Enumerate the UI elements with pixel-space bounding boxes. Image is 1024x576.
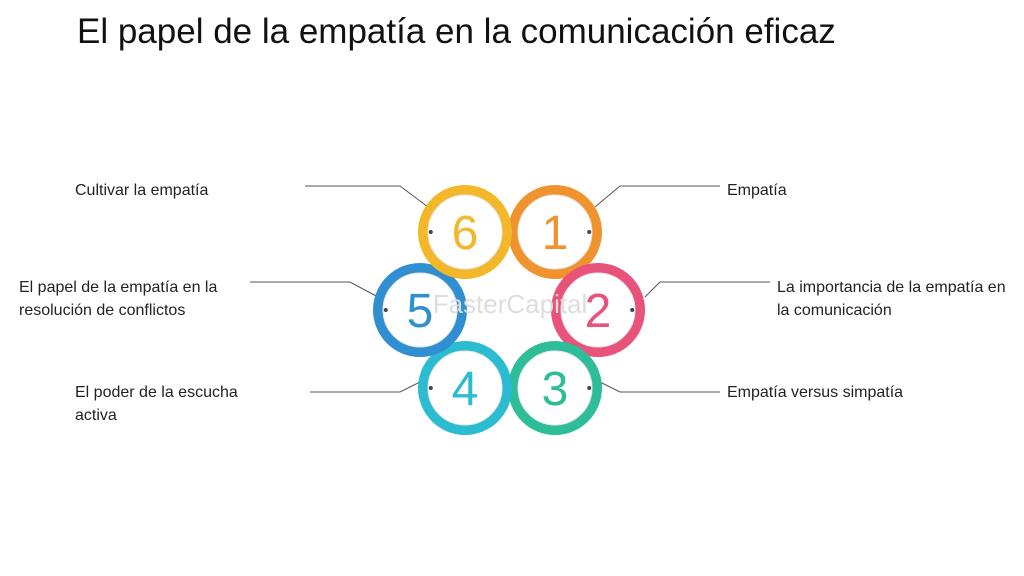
- leader-line-3: [599, 381, 720, 393]
- step-number-3: 3: [542, 363, 569, 416]
- step-number-2: 2: [585, 285, 612, 338]
- inner-circle-1: [517, 194, 593, 270]
- leader-line-5: [250, 281, 379, 298]
- label-1: Empatía: [727, 182, 787, 199]
- ring-5: [373, 263, 467, 357]
- watermark: FasterCapital: [433, 289, 588, 319]
- leader-line-4: [310, 381, 421, 393]
- ring-2: [551, 263, 645, 357]
- step-number-4: 4: [452, 363, 479, 416]
- inner-circle-5: [382, 272, 458, 348]
- label-5: El papel de la empatía en la resolución …: [19, 279, 218, 319]
- leader-line-1: [594, 185, 720, 208]
- inner-circle-3: [517, 350, 593, 426]
- label-4: El poder de la escucha activa: [75, 384, 238, 424]
- inner-circle-6: [427, 194, 503, 270]
- ring-6: [418, 185, 512, 279]
- page-title: El papel de la empatía en la comunicació…: [77, 12, 836, 51]
- label-2: La importancia de la empatía en la comun…: [777, 279, 1006, 319]
- inner-circle-4: [427, 350, 503, 426]
- leader-line-2: [644, 281, 770, 298]
- step-number-6: 6: [452, 207, 479, 260]
- leader-line-6: [305, 185, 429, 208]
- ring-1: [508, 185, 602, 279]
- step-number-5: 5: [407, 285, 434, 338]
- ring-4: [418, 341, 512, 435]
- ring-3: [508, 341, 602, 435]
- label-6: Cultivar la empatía: [75, 182, 209, 199]
- step-number-1: 1: [542, 207, 569, 260]
- inner-circle-2: [560, 272, 636, 348]
- label-3: Empatía versus simpatía: [727, 384, 904, 401]
